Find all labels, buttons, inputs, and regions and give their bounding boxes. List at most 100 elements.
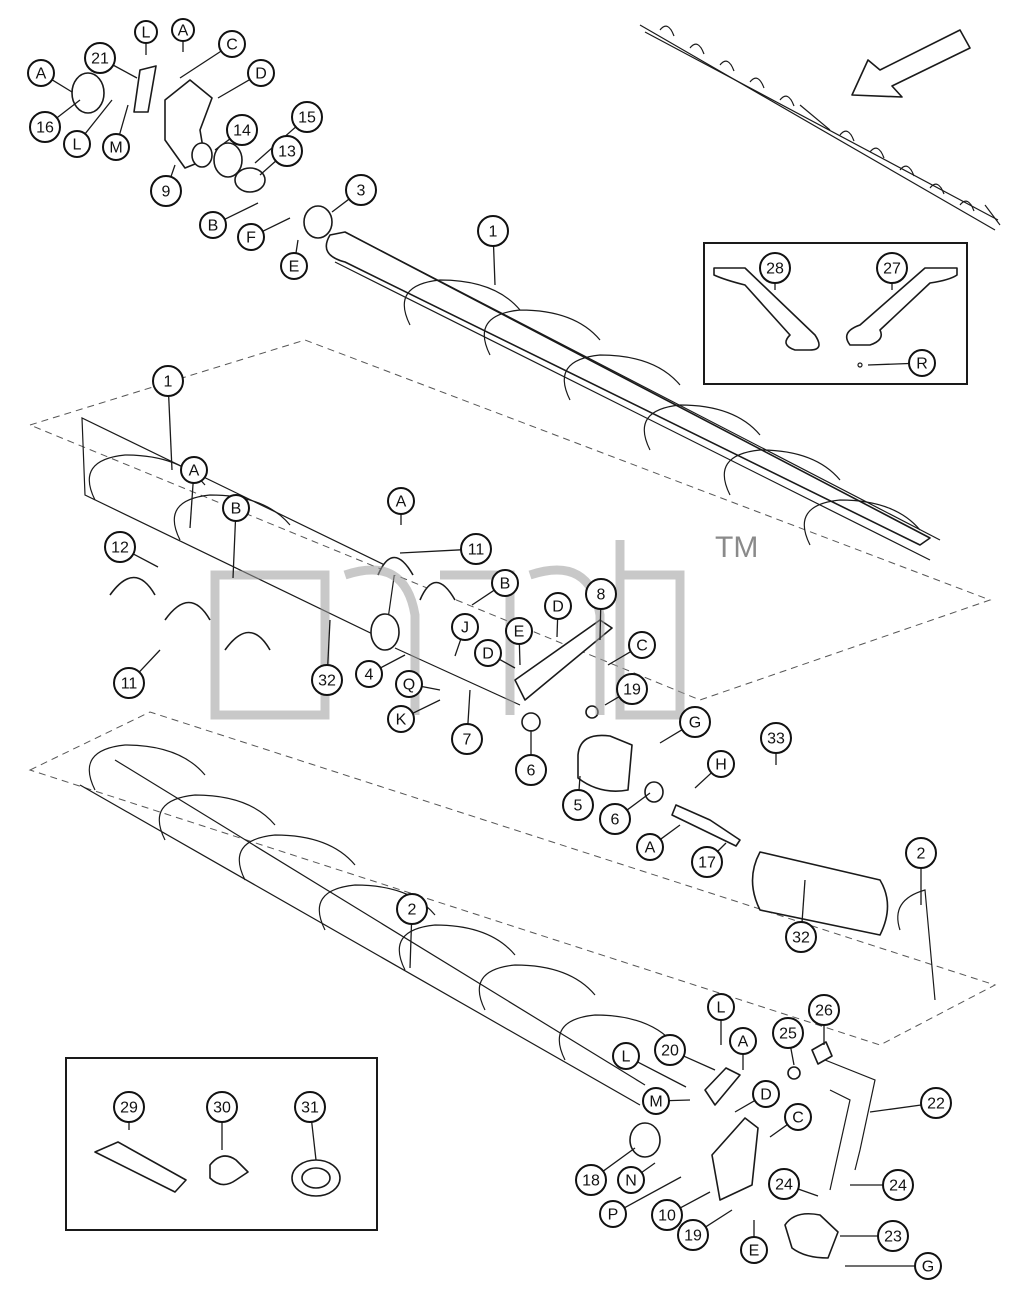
main-callout-20: 20 [654, 1034, 686, 1066]
main-callout-24: 24 [768, 1168, 800, 1200]
main-callout-11: 11 [113, 667, 145, 699]
main-callout-c: C [628, 631, 656, 659]
main-callout-l: L [707, 993, 735, 1021]
inset-top-callout-27: 27 [876, 252, 908, 284]
main-callout-a: A [27, 59, 55, 87]
callout-circle [752, 1080, 780, 1108]
middle-auger-assembly [81, 417, 741, 847]
callout-label: 19 [684, 1228, 702, 1245]
inset-top-leader-2 [867, 362, 910, 366]
main-callout-1: 1 [152, 365, 184, 397]
main-callout-25: 25 [772, 1017, 804, 1049]
main-callout-a: A [180, 456, 208, 484]
callout-circle [104, 531, 136, 563]
callout-label: F [246, 230, 256, 247]
callout-label: H [715, 757, 727, 774]
callout-circle [636, 833, 664, 861]
direction-arrow [851, 29, 971, 98]
main-callout-a: A [387, 487, 415, 515]
callout-circle [451, 723, 483, 755]
callout-circle [345, 174, 377, 206]
main-leader-58 [869, 1104, 922, 1113]
callout-circle [515, 754, 547, 786]
callout-label: 25 [779, 1026, 797, 1043]
main-leader-33 [499, 658, 516, 669]
main-leader-51 [683, 1055, 716, 1071]
callout-circle [477, 215, 509, 247]
callout-label: A [178, 23, 189, 40]
main-leader-25 [327, 619, 331, 666]
callout-label: 3 [357, 183, 366, 200]
callout-label: 11 [121, 676, 138, 693]
callout-circle [460, 533, 492, 565]
callout-circle [226, 114, 258, 146]
callout-circle [760, 722, 792, 754]
main-leader-17 [492, 245, 496, 286]
main-leader-36 [471, 589, 495, 606]
main-leader-54 [734, 1099, 756, 1113]
main-leader-15 [295, 239, 299, 254]
callout-label: 11 [468, 542, 485, 559]
leader-lines [51, 41, 922, 1267]
callout-label: 2 [917, 846, 926, 863]
main-callout-18: 18 [575, 1164, 607, 1196]
main-callout-19: 19 [677, 1219, 709, 1251]
upper-bearing-hardware [71, 65, 333, 239]
main-leader-29 [412, 699, 441, 714]
callout-circle [27, 59, 55, 87]
callout-circle [729, 1027, 757, 1055]
main-callout-11: 11 [460, 533, 492, 565]
main-leader-22 [132, 553, 159, 568]
callout-label: G [922, 1259, 934, 1276]
callout-label: B [231, 501, 242, 518]
callout-label: L [142, 25, 151, 42]
main-leader-28 [421, 685, 441, 691]
callout-circle [395, 670, 423, 698]
callout-circle [585, 578, 617, 610]
callout-circle [920, 1087, 952, 1119]
main-leader-62 [679, 1191, 711, 1209]
callout-circle [113, 1091, 145, 1123]
callout-label: A [738, 1034, 749, 1051]
main-callout-a: A [729, 1027, 757, 1055]
main-leader-24 [138, 649, 161, 673]
callout-circle [280, 252, 308, 280]
main-leader-12 [170, 164, 176, 178]
main-leader-47 [801, 879, 806, 923]
main-callout-j: J [451, 613, 479, 641]
lower-auger-tube [79, 744, 936, 1106]
callout-label: 1 [164, 374, 173, 391]
main-callout-3: 3 [345, 174, 377, 206]
callout-circle [654, 1034, 686, 1066]
main-leader-45 [717, 842, 727, 852]
main-callout-e: E [505, 617, 533, 645]
callout-label: 7 [463, 732, 472, 749]
main-callout-f: F [237, 223, 265, 251]
callout-circle [908, 349, 936, 377]
main-leader-55 [769, 1124, 788, 1138]
main-leader-5 [112, 64, 138, 79]
callout-label: 18 [582, 1173, 600, 1190]
callout-circle [876, 252, 908, 284]
callout-label: 8 [597, 587, 606, 604]
main-callout-c: C [784, 1103, 812, 1131]
main-callout-m: M [642, 1087, 670, 1115]
callout-circle [150, 175, 182, 207]
main-callout-l: L [63, 130, 91, 158]
inset-brackets [703, 242, 968, 385]
main-leader-8 [118, 104, 129, 135]
main-callout-p: P [599, 1200, 627, 1228]
callout-label: 31 [301, 1100, 319, 1117]
callout-label: 27 [883, 261, 901, 278]
main-callout-13: 13 [271, 135, 303, 167]
callout-circle [628, 631, 656, 659]
callout-label: A [189, 463, 200, 480]
inset-bottom-callout-30: 30 [206, 1091, 238, 1123]
main-leader-39 [578, 775, 581, 791]
callout-label: 1 [489, 224, 498, 241]
inset-top-callout-28: 28 [759, 252, 791, 284]
callout-circle [707, 750, 735, 778]
main-callout-d: D [247, 59, 275, 87]
main-callout-d: D [544, 592, 572, 620]
callout-circle [784, 1103, 812, 1131]
